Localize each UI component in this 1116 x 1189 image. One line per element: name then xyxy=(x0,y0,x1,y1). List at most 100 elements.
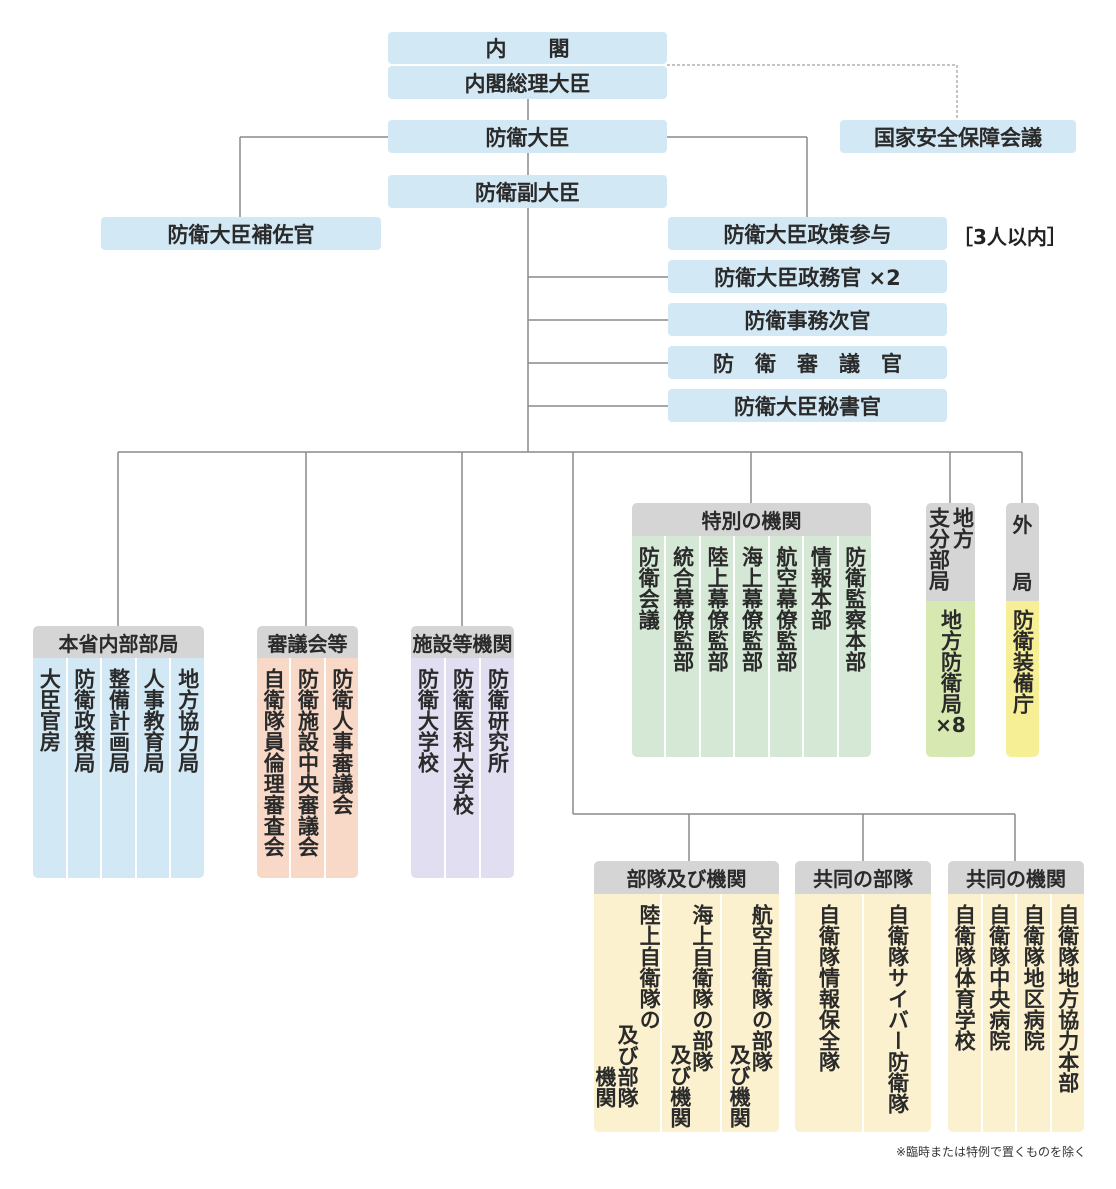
vice-minister-label: 防衛副大臣 xyxy=(475,180,580,205)
joint-unit-label: 自衛隊情報保全隊 xyxy=(816,904,841,1072)
joint-org-label: 自衛隊体育学校 xyxy=(952,904,977,1051)
facility-label: 防衛大学校 xyxy=(415,668,440,773)
minister-label: 防衛大臣 xyxy=(485,125,570,150)
internal-bureaus-title: 本省内部部局 xyxy=(33,626,204,658)
unit-label-part: 及び機関 xyxy=(727,1044,752,1128)
policy-advisor-note: ［3人以内］ xyxy=(953,225,1067,249)
joint-orgs-title: 共同の機関 xyxy=(948,861,1084,894)
secretary-label: 防衛大臣秘書官 xyxy=(734,394,881,419)
joint-org-column: 自衛隊中央病院 xyxy=(982,894,1017,1132)
council-column: 防衛人事審議会 xyxy=(325,658,358,878)
external-title-part: 外 xyxy=(1012,513,1033,537)
facility-label: 防衛研究所 xyxy=(485,668,510,773)
admin-vice-box: 防衛事務次官 xyxy=(668,303,947,336)
special-orgs-title: 特別の機関 xyxy=(632,503,871,536)
policy-advisor-box: 防衛大臣政策参与 xyxy=(668,217,947,250)
regional-bureau-label: 地方防衛局 xyxy=(938,609,963,714)
unit-label-part: 陸上自衛隊の xyxy=(637,904,662,1030)
council-label: 防衛人事審議会 xyxy=(329,668,354,815)
minister-box: 防衛大臣 xyxy=(388,120,667,153)
external-title-part: 局 xyxy=(1012,570,1033,594)
regional-bureau-count: ×8 xyxy=(935,713,966,737)
councillor-box: 防 衛 審 議 官 xyxy=(668,346,947,379)
internal-bureaus-group: 本省内部部局 大臣官房 防衛政策局 整備計画局 人事教育局 地方協力局 xyxy=(33,626,204,878)
external-agency-title: 外 局 xyxy=(1006,503,1039,601)
unit-label-part: 機関 xyxy=(594,1066,618,1108)
joint-orgs-group: 共同の機関 自衛隊体育学校 自衛隊中央病院 自衛隊地区病院 自衛隊地方協力本部 xyxy=(948,861,1084,1132)
aide-label: 防衛大臣補佐官 xyxy=(167,222,315,247)
unit-column: 航空自衛隊の部隊 及び機関 xyxy=(721,894,779,1132)
joint-unit-label: 自衛隊サイバー防衛隊 xyxy=(885,904,910,1114)
units-title: 部隊及び機関 xyxy=(594,861,779,894)
prime-minister-label: 内閣総理大臣 xyxy=(464,71,591,96)
internal-bureau-column: 防衛政策局 xyxy=(67,658,103,878)
external-agency-label: 防衛装備庁 xyxy=(1010,609,1035,714)
footnote: ※臨時または特例で置くものを除く xyxy=(895,1145,1086,1159)
regional-bureau-column: 地方防衛局 ×8 xyxy=(926,601,975,757)
internal-bureau-label: 防衛政策局 xyxy=(71,668,96,773)
joint-org-column: 自衛隊地区病院 xyxy=(1017,894,1052,1132)
internal-bureau-label: 大臣官房 xyxy=(37,668,62,752)
special-org-label: 防衛会議 xyxy=(636,546,661,630)
joint-org-label: 自衛隊中央病院 xyxy=(986,904,1011,1051)
internal-bureau-label: 地方協力局 xyxy=(175,668,200,773)
regional-bureaus-title: 地方 支分部局 xyxy=(926,503,975,605)
special-org-label: 航空幕僚監部 xyxy=(773,546,798,672)
policy-advisor-label: 防衛大臣政策参与 xyxy=(723,222,892,247)
regional-title-part: 支分部局 xyxy=(926,507,951,591)
councils-title: 審議会等 xyxy=(257,626,358,658)
regional-title-part: 地方 xyxy=(950,507,975,549)
council-label: 自衛隊員倫理審査会 xyxy=(261,668,286,857)
special-org-column: 海上幕僚監部 xyxy=(735,536,770,757)
internal-bureau-column: 大臣官房 xyxy=(33,658,68,878)
special-org-column: 情報本部 xyxy=(804,536,839,757)
unit-column: 海上自衛隊の部隊 及び機関 xyxy=(662,894,722,1132)
council-column: 自衛隊員倫理審査会 xyxy=(257,658,292,878)
facility-column: 防衛大学校 xyxy=(411,658,446,878)
regional-bureaus-group: 地方 支分部局 地方防衛局 ×8 xyxy=(926,503,975,757)
unit-column: 陸上自衛隊の 及び部隊 機関 xyxy=(594,894,663,1132)
special-org-column: 陸上幕僚監部 xyxy=(700,536,736,757)
facility-column: 防衛研究所 xyxy=(481,658,514,878)
special-org-label: 陸上幕僚監部 xyxy=(705,546,730,672)
special-org-label: 統合幕僚監部 xyxy=(670,546,695,672)
aide-box: 防衛大臣補佐官 xyxy=(101,217,381,250)
special-org-column: 防衛監察本部 xyxy=(838,536,871,757)
vice-minister-box: 防衛副大臣 xyxy=(388,175,667,208)
external-agency-group: 外 局 防衛装備庁 xyxy=(1006,503,1039,757)
internal-bureau-column: 人事教育局 xyxy=(136,658,172,878)
cabinet-box: 内 閣 xyxy=(388,32,667,64)
facilities-title: 施設等機関 xyxy=(411,626,514,658)
council-column: 防衛施設中央審議会 xyxy=(291,658,326,878)
nsc-label: 国家安全保障会議 xyxy=(874,125,1042,150)
special-org-column: 航空幕僚監部 xyxy=(769,536,805,757)
parliamentary-vice-label: 防衛大臣政務官 ×2 xyxy=(714,265,901,290)
special-org-label: 防衛監察本部 xyxy=(842,546,867,672)
council-label: 防衛施設中央審議会 xyxy=(295,668,320,857)
joint-org-column: 自衛隊地方協力本部 xyxy=(1051,894,1084,1132)
facility-label: 防衛医科大学校 xyxy=(450,668,475,815)
unit-label-part: 及び機関 xyxy=(667,1044,692,1128)
joint-org-label: 自衛隊地方協力本部 xyxy=(1055,904,1080,1093)
joint-units-title: 共同の部隊 xyxy=(795,861,931,894)
prime-minister-box: 内閣総理大臣 xyxy=(388,66,667,99)
joint-org-label: 自衛隊地区病院 xyxy=(1021,904,1046,1051)
internal-bureau-column: 整備計画局 xyxy=(102,658,137,878)
unit-label-part: 海上自衛隊の部隊 xyxy=(689,904,714,1072)
secretary-box: 防衛大臣秘書官 xyxy=(668,389,947,422)
special-org-label: 海上幕僚監部 xyxy=(739,546,764,672)
special-orgs-group: 特別の機関 防衛会議 統合幕僚監部 陸上幕僚監部 海上幕僚監部 航空幕僚監部 情… xyxy=(632,503,871,757)
councils-group: 審議会等 自衛隊員倫理審査会 防衛施設中央審議会 防衛人事審議会 xyxy=(257,626,358,878)
admin-vice-label: 防衛事務次官 xyxy=(744,308,871,333)
special-org-column: 統合幕僚監部 xyxy=(666,536,701,757)
joint-units-group: 共同の部隊 自衛隊情報保全隊 自衛隊サイバー防衛隊 xyxy=(795,861,931,1132)
external-agency-column: 防衛装備庁 xyxy=(1006,601,1039,757)
facilities-group: 施設等機関 防衛大学校 防衛医科大学校 防衛研究所 xyxy=(411,626,514,878)
unit-label-part: 航空自衛隊の部隊 xyxy=(749,904,774,1072)
councillor-label: 防 衛 審 議 官 xyxy=(713,351,902,376)
internal-bureau-column: 地方協力局 xyxy=(171,658,204,878)
unit-label-part: 及び部隊 xyxy=(615,1024,640,1108)
special-org-column: 防衛会議 xyxy=(632,536,667,757)
nsc-box: 国家安全保障会議 xyxy=(840,120,1076,153)
